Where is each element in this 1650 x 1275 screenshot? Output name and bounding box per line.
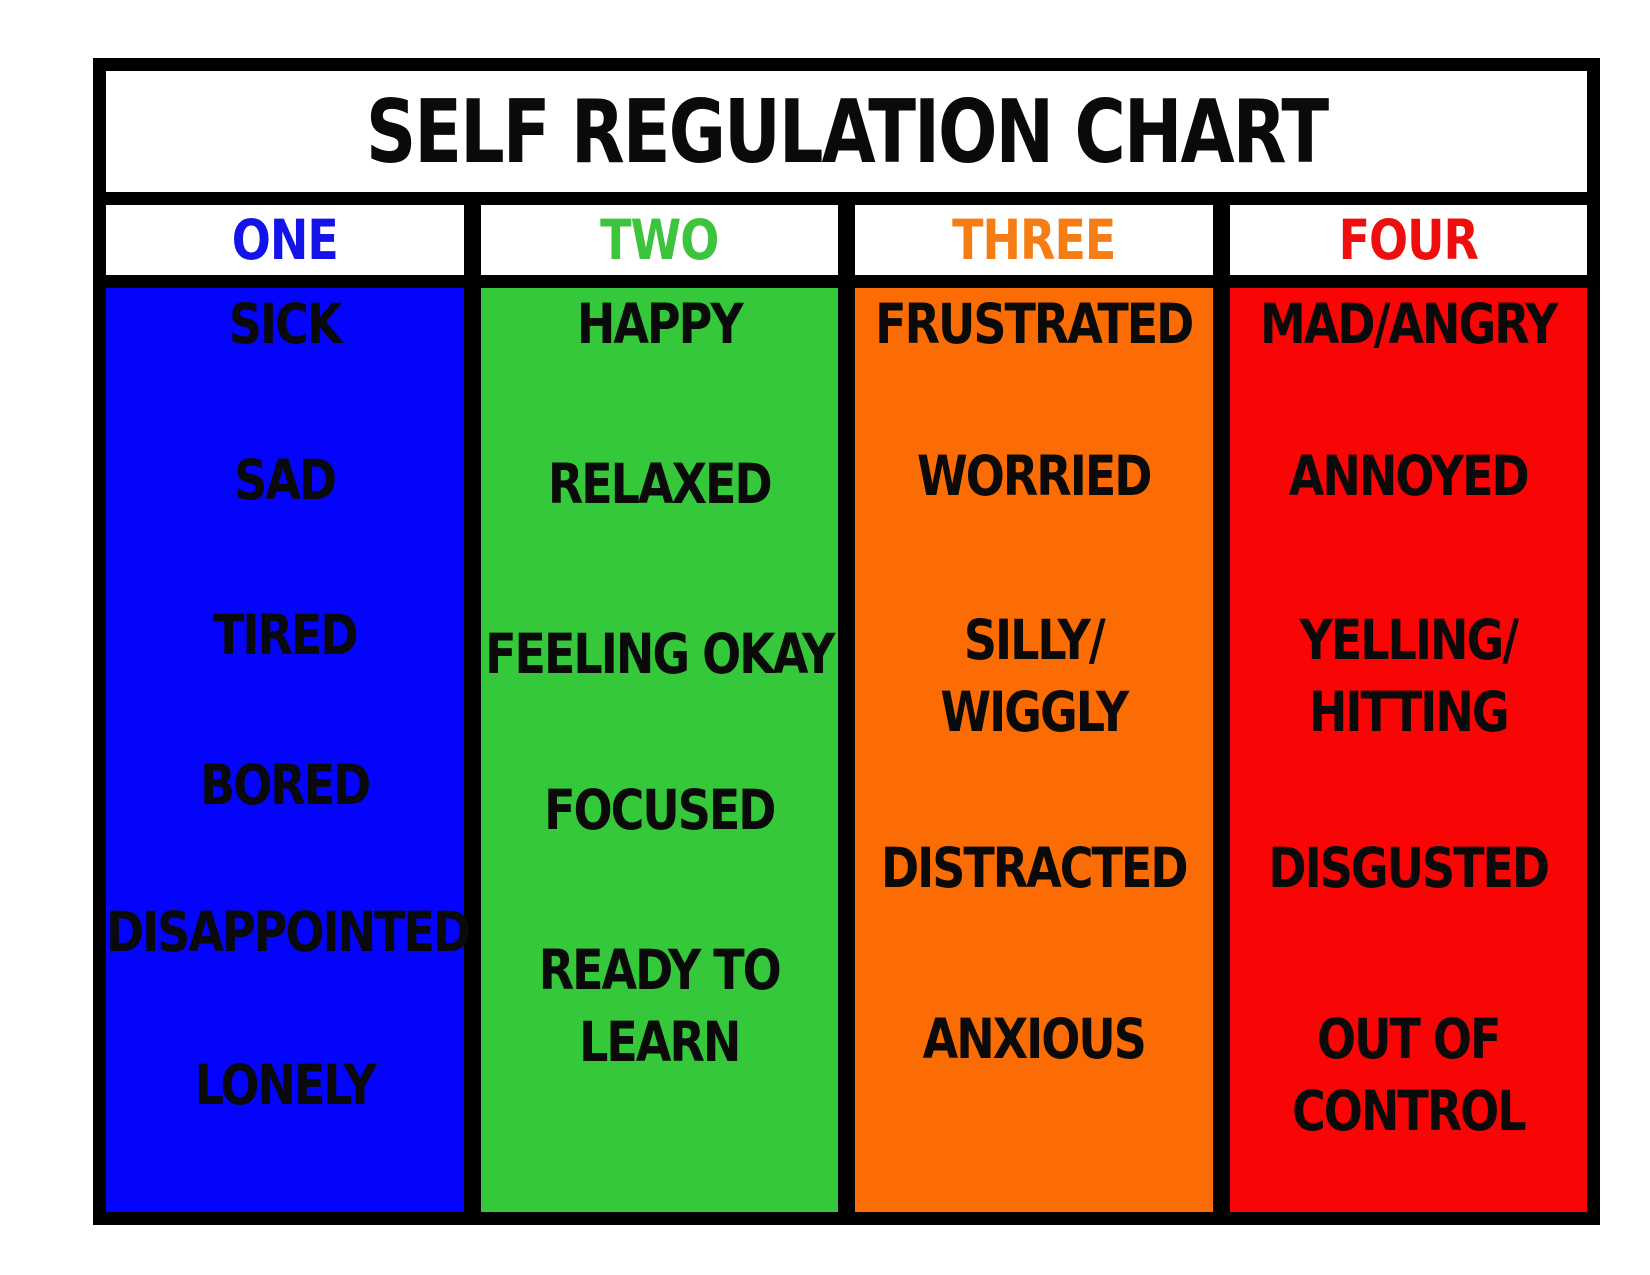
emotion-label: RELAXED — [547, 451, 773, 517]
emotion-label: READY TO LEARN — [538, 937, 782, 1075]
emotion-label: LONELY — [194, 1052, 377, 1118]
emotion-label: DISAPPOINTED — [106, 899, 471, 965]
emotion-label: MAD/ANGRY — [1260, 291, 1558, 357]
column-header-one: ONE — [106, 205, 464, 275]
column-four-cell: MAD/ANGRY ANNOYED YELLING/ HITTING DISGU… — [1229, 288, 1587, 1212]
column-header-three-label: THREE — [952, 207, 1116, 273]
emotion-label: ANXIOUS — [922, 1006, 1147, 1072]
chart-title: SELF REGULATION CHART — [365, 80, 1329, 183]
emotion-label: DISTRACTED — [880, 835, 1189, 901]
chart-title-box: SELF REGULATION CHART — [106, 71, 1587, 192]
emotion-label: DISGUSTED — [1268, 835, 1550, 901]
column-header-four: FOUR — [1229, 205, 1587, 275]
column-one-cell: SICK SAD TIRED BORED DISAPPOINTED LONELY — [106, 288, 471, 1212]
column-three-cell: FRUSTRATED WORRIED SILLY/ WIGGLY DISTRAC… — [855, 288, 1213, 1212]
emotion-label: FRUSTRATED — [875, 291, 1194, 357]
emotion-label: SICK — [228, 291, 343, 357]
emotion-label: FOCUSED — [544, 777, 776, 843]
emotion-label: HAPPY — [576, 291, 744, 357]
column-header-four-label: FOUR — [1338, 207, 1479, 273]
self-regulation-chart-table: SELF REGULATION CHART ONE TWO THREE FOUR… — [93, 58, 1600, 1225]
column-two-cell: HAPPY RELAXED FEELING OKAY FOCUSED READY… — [480, 288, 838, 1212]
column-header-three: THREE — [855, 205, 1213, 275]
column-header-two: TWO — [480, 205, 838, 275]
column-header-one-label: ONE — [231, 207, 339, 273]
emotion-label: ANNOYED — [1288, 443, 1530, 509]
emotion-label: BORED — [200, 752, 371, 818]
emotion-label: SAD — [234, 447, 337, 513]
emotion-label: WORRIED — [917, 443, 1152, 509]
emotion-label: FEELING OKAY — [485, 621, 835, 687]
emotion-label: TIRED — [212, 602, 359, 668]
emotion-label: SILLY/ WIGGLY — [940, 607, 1129, 745]
column-header-two-label: TWO — [600, 207, 719, 273]
emotion-label: YELLING/ HITTING — [1299, 607, 1519, 745]
emotion-label: OUT OF CONTROL — [1291, 1006, 1527, 1144]
